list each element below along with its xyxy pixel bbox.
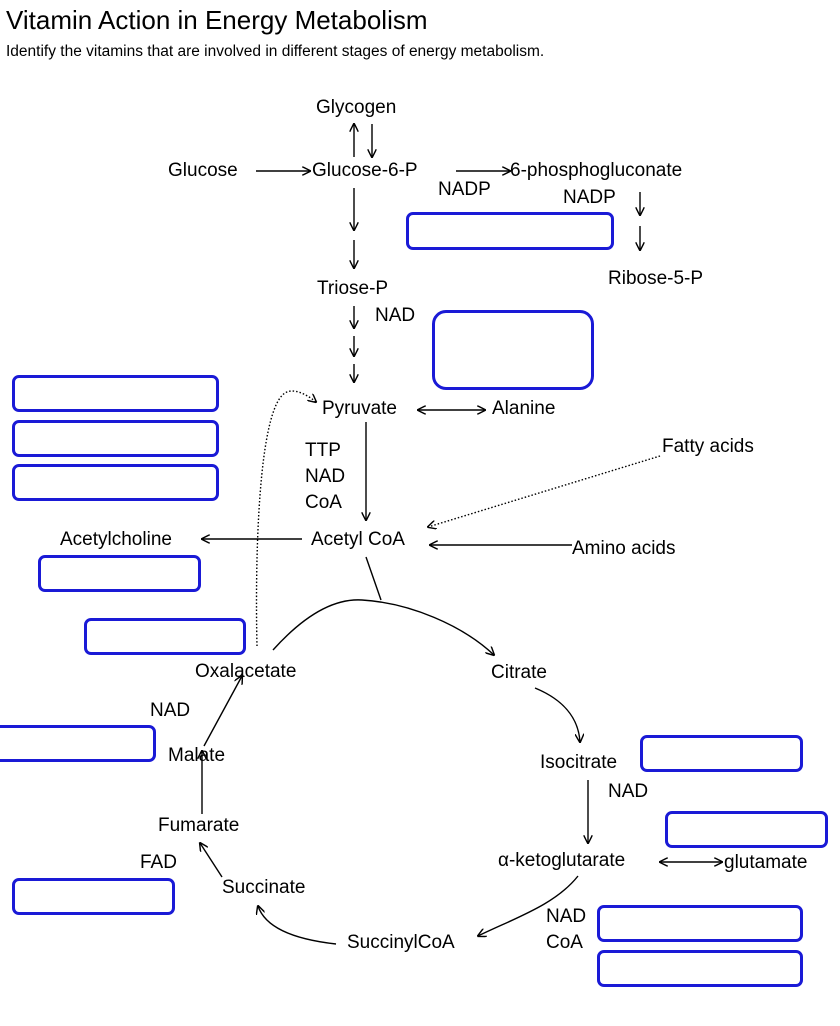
- pyruvate-label: Pyruvate: [322, 398, 397, 419]
- triose-p-label: Triose-P: [317, 278, 389, 299]
- glucose-6-p-label: Glucose-6-P: [312, 160, 418, 181]
- answer-box-glycolysis[interactable]: [432, 310, 594, 390]
- answer-box-pdh-1[interactable]: [12, 375, 219, 412]
- glucose-label: Glucose: [168, 160, 238, 181]
- nad-glycolysis-label: NAD: [375, 305, 416, 326]
- ribose-5-p-label: Ribose-5-P: [608, 268, 704, 289]
- succinylcoa-label: SuccinylCoA: [347, 932, 455, 953]
- fatty-acids-label: Fatty acids: [662, 436, 754, 457]
- answer-box-pyruvate-carboxylase[interactable]: [84, 618, 246, 655]
- glutamate-label: glutamate: [724, 852, 808, 873]
- answer-box-isocitrate[interactable]: [640, 735, 803, 772]
- page-subtitle: Identify the vitamins that are involved …: [6, 43, 545, 60]
- ttp-label: TTP: [305, 440, 341, 461]
- nad-akgdh-label: NAD: [546, 906, 587, 927]
- line-acetylcoa-join: [365, 556, 382, 601]
- arrow-succinate-to-fumarate: [200, 843, 223, 878]
- citrate-label: Citrate: [491, 662, 547, 683]
- answer-box-akgdh-1[interactable]: [597, 905, 803, 942]
- oxalacetate-label: Oxalacetate: [195, 661, 297, 682]
- coa-pdh-label: CoA: [305, 492, 342, 513]
- arrow-malate-to-oxalacetate: [203, 676, 242, 747]
- alanine-label: Alanine: [492, 398, 556, 419]
- fad-label: FAD: [140, 852, 177, 873]
- arrow-to-citrate: [272, 599, 494, 655]
- malate-label: Malate: [168, 745, 226, 766]
- fumarate-label: Fumarate: [158, 815, 240, 836]
- arrow-citrate-to-isocitrate: [534, 687, 580, 742]
- answer-box-pdh-3[interactable]: [12, 464, 219, 501]
- nad-icdh-label: NAD: [608, 781, 649, 802]
- answer-box-malate-dehydrogenase[interactable]: [0, 725, 156, 762]
- nad-malate-label: NAD: [150, 700, 191, 721]
- answer-box-glutamate[interactable]: [665, 811, 828, 848]
- arrow-fattyacids-to-acetylcoa: [428, 455, 661, 527]
- acetyl-coa-label: Acetyl CoA: [311, 529, 405, 550]
- answer-box-acetylcholine[interactable]: [38, 555, 201, 592]
- 6-phosphogluconate-label: 6-phosphogluconate: [510, 160, 683, 181]
- isocitrate-label: Isocitrate: [540, 752, 618, 773]
- amino-acids-label: Amino acids: [572, 538, 676, 559]
- acetylcholine-label: Acetylcholine: [60, 529, 172, 550]
- nad-pdh-label: NAD: [305, 466, 346, 487]
- alpha-ketoglutarate-label: α-ketoglutarate: [498, 850, 626, 871]
- page-title: Vitamin Action in Energy Metabolism: [6, 5, 428, 35]
- arrow-oxalacetate-to-pyruvate: [255, 390, 316, 647]
- nadp-label-1: NADP: [438, 179, 491, 200]
- answer-box-pentose-phosphate[interactable]: [406, 212, 614, 250]
- coa-akgdh-label: CoA: [546, 932, 583, 953]
- nadp-label-2: NADP: [563, 187, 616, 208]
- arrow-akg-to-succinylcoa: [478, 875, 579, 936]
- answer-box-pdh-2[interactable]: [12, 420, 219, 457]
- succinate-label: Succinate: [222, 877, 306, 898]
- answer-box-akgdh-2[interactable]: [597, 950, 803, 987]
- glycogen-label: Glycogen: [316, 97, 397, 118]
- answer-box-succinate-dehydrogenase[interactable]: [12, 878, 175, 915]
- arrow-succinylcoa-to-succinate: [258, 906, 337, 945]
